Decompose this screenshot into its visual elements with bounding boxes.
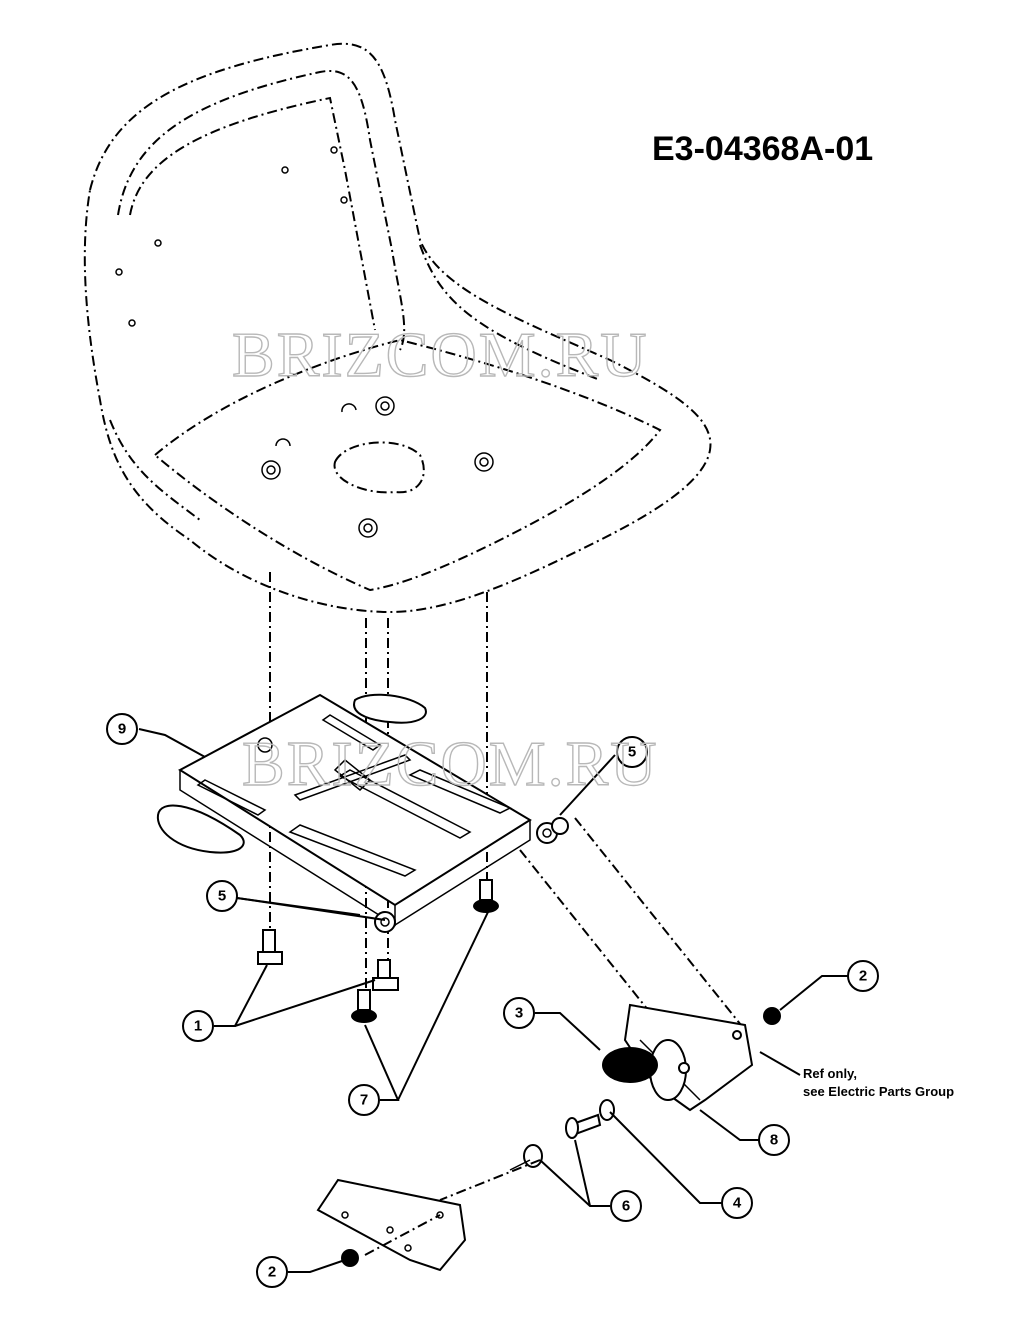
svg-text:3: 3 <box>515 1005 523 1022</box>
svg-text:5: 5 <box>628 744 636 761</box>
svg-text:1: 1 <box>194 1018 202 1035</box>
svg-text:8: 8 <box>770 1132 778 1149</box>
callout-7: 7 <box>348 1084 380 1116</box>
callout-3: 3 <box>503 997 535 1029</box>
seat-switch-bracket <box>602 1003 754 1112</box>
watermark-upper: BRIZCOM.RU <box>232 319 649 390</box>
seat-mounting-plate <box>156 693 569 933</box>
svg-text:9: 9 <box>118 721 126 738</box>
callout-6: 6 <box>610 1190 642 1222</box>
svg-text:7: 7 <box>360 1092 368 1109</box>
reference-note: Ref only, see Electric Parts Group <box>803 1066 954 1099</box>
svg-text:6: 6 <box>622 1198 630 1215</box>
small-hardware <box>341 1007 781 1267</box>
leader-lines <box>138 728 848 1273</box>
callout-5-left: 5 <box>206 880 238 912</box>
callout-8: 8 <box>758 1124 790 1156</box>
callout-5-right: 5 <box>616 736 648 768</box>
document-id: E3-04368A-01 <box>652 130 873 168</box>
svg-text:4: 4 <box>733 1195 742 1212</box>
note-line-2: see Electric Parts Group <box>803 1084 954 1099</box>
watermark-lower: BRIZCOM.RU <box>242 728 659 799</box>
svg-text:5: 5 <box>218 888 226 905</box>
callout-2-lower: 2 <box>256 1256 288 1288</box>
svg-text:2: 2 <box>859 968 867 985</box>
svg-text:2: 2 <box>268 1264 276 1281</box>
callout-1: 1 <box>182 1010 214 1042</box>
seat-shell <box>83 42 712 614</box>
note-line-1: Ref only, <box>803 1066 857 1081</box>
callout-9: 9 <box>106 713 138 745</box>
bolts <box>257 879 499 1023</box>
lower-bracket <box>316 1178 467 1272</box>
callout-2-upper: 2 <box>847 960 879 992</box>
callout-4: 4 <box>721 1187 753 1219</box>
